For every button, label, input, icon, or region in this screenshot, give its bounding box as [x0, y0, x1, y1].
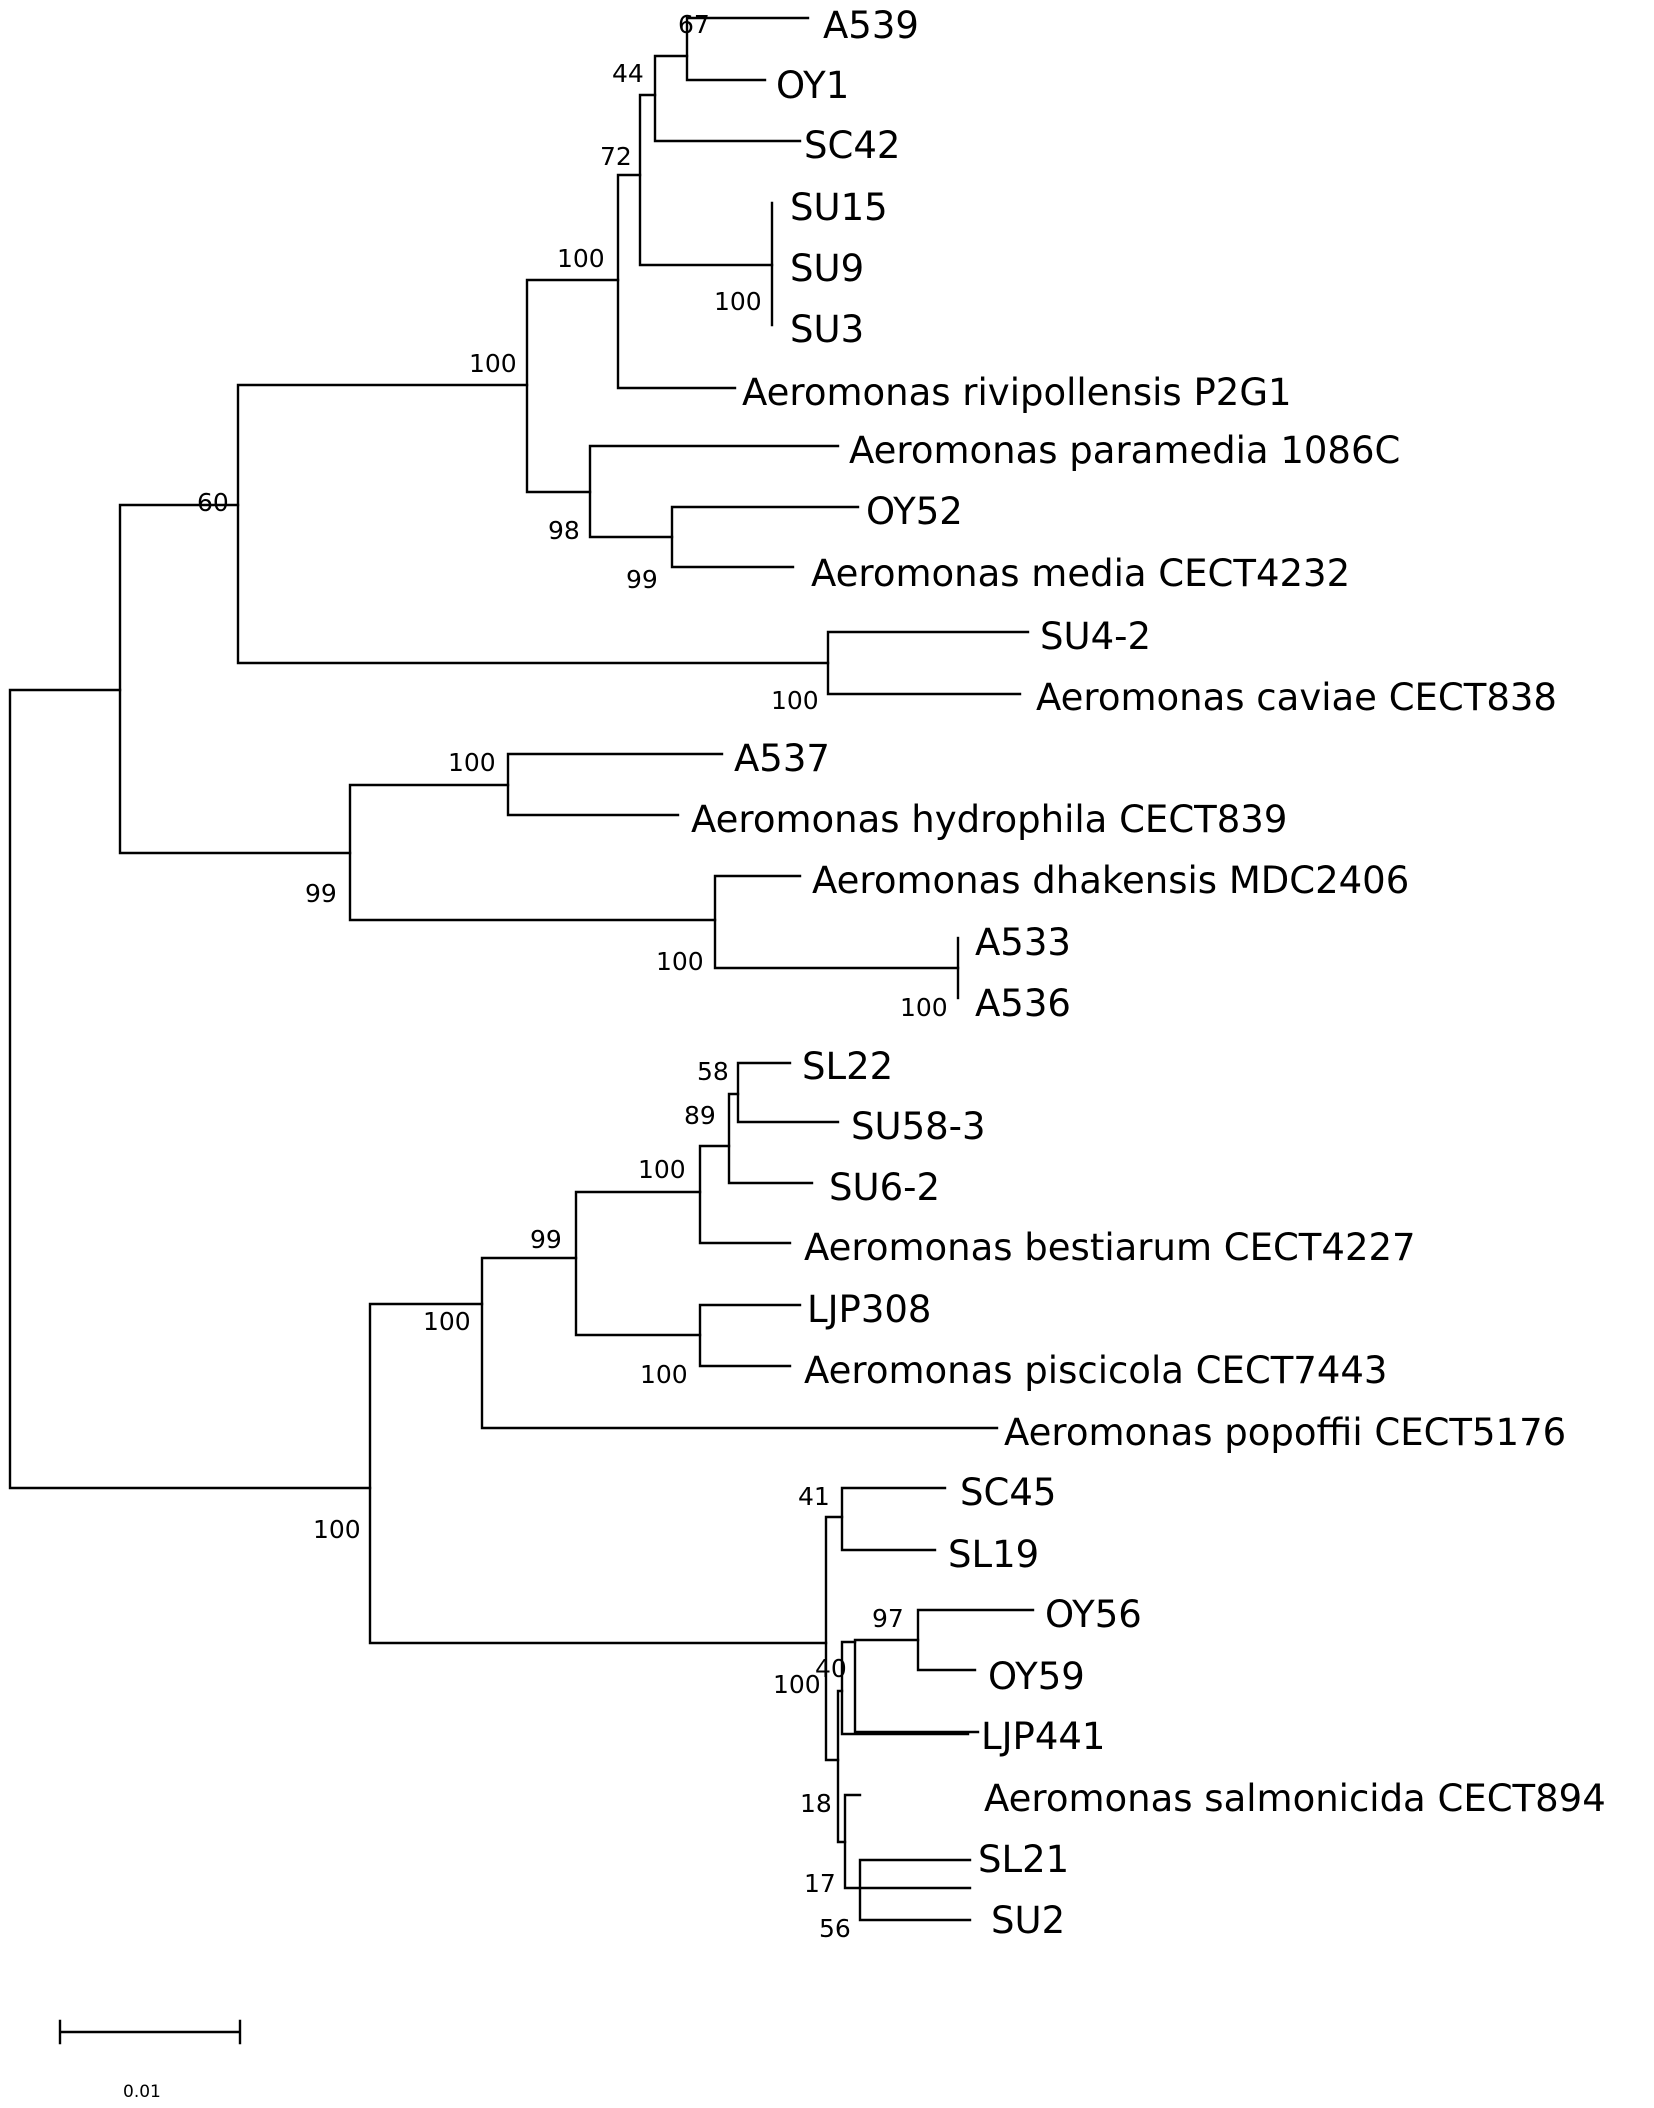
bootstrap-value: 100: [638, 1155, 686, 1184]
branch-a539-oy1: [685, 16, 810, 82]
bootstrap-value: 100: [557, 244, 605, 273]
taxon-label: SL19: [948, 1533, 1039, 1576]
branch-dhakensis-group: [713, 874, 960, 970]
taxon-label: SU4-2: [1040, 615, 1151, 658]
taxon-label: SU6-2: [829, 1166, 940, 1209]
taxon-label: A536: [975, 982, 1071, 1025]
branch-sl22-su58: [736, 1061, 840, 1124]
branch-lower-clade: [368, 1302, 828, 1645]
bootstrap-value: 72: [600, 142, 632, 171]
taxon-label: SU2: [991, 1899, 1065, 1942]
bootstrap-value: 99: [530, 1225, 562, 1254]
bootstrap-value: 60: [197, 488, 229, 517]
branch-su6-node: [727, 1092, 814, 1185]
scale-bar-line: [58, 2019, 242, 2045]
taxon-label: Aeromonas caviae CECT838: [1036, 676, 1557, 719]
branch-oy52-media: [670, 505, 860, 569]
taxon-label: Aeromonas rivipollensis P2G1: [742, 371, 1292, 414]
taxon-label: A533: [975, 921, 1071, 964]
branch-media-rivi-caviae: [236, 383, 830, 665]
branch-ljp441-node: [853, 1638, 980, 1734]
tree-branches: [8, 16, 1035, 1922]
bootstrap-value: 17: [804, 1869, 836, 1898]
branch-media-rivi-clade: [525, 278, 620, 494]
bootstrap-value: 100: [773, 1670, 821, 1699]
taxon-label: Aeromonas bestiarum CECT4227: [804, 1226, 1416, 1269]
taxon-label: OY1: [776, 64, 849, 107]
branch-media-group: [588, 444, 840, 539]
taxon-label: SU58-3: [851, 1105, 986, 1148]
bootstrap-value: 67: [678, 10, 710, 39]
taxon-label: Aeromonas media CECT4232: [811, 552, 1350, 595]
taxon-label: SC45: [960, 1471, 1056, 1514]
branch-sl21-su2: [858, 1858, 972, 1922]
branch-a539-su-node: [638, 93, 774, 267]
taxon-label: Aeromonas hydrophila CECT839: [691, 798, 1287, 841]
branch-rivipollensis-node: [616, 173, 737, 390]
taxon-label: LJP441: [981, 1715, 1105, 1758]
taxon-label: OY52: [866, 490, 963, 533]
taxon-label: Aeromonas popoffii CECT5176: [1004, 1411, 1566, 1454]
branch-sc42-node: [653, 54, 802, 143]
branch-bestiarum-group: [698, 1144, 792, 1245]
taxon-label: Aeromonas paramedia 1086C: [849, 429, 1400, 472]
bootstrap-value: 100: [313, 1515, 361, 1544]
taxon-label: Aeromonas piscicola CECT7443: [804, 1349, 1387, 1392]
bootstrap-values: 67 44 72 100 100 100 60 98 99 100 100 99…: [197, 10, 948, 1943]
taxon-label: A539: [823, 4, 919, 47]
branch-with-popoffii: [480, 1256, 999, 1430]
bootstrap-value: 58: [697, 1057, 729, 1086]
branch-upper-clade: [118, 503, 352, 855]
scale-bar-label: 0.01: [123, 2082, 161, 2102]
bootstrap-value: 41: [798, 1482, 830, 1511]
branch-sc45-sl19: [840, 1486, 947, 1552]
bootstrap-value: 98: [548, 516, 580, 545]
taxon-label: SU15: [790, 186, 888, 229]
taxon-label: OY59: [988, 1655, 1085, 1698]
taxon-label: SL22: [802, 1045, 893, 1088]
bootstrap-value: 44: [612, 59, 644, 88]
bootstrap-value: 97: [872, 1604, 904, 1633]
taxon-label: SC42: [804, 124, 900, 167]
bootstrap-value: 100: [448, 748, 496, 777]
bootstrap-value: 18: [800, 1789, 832, 1818]
taxon-label: LJP308: [807, 1288, 931, 1331]
branch-root: [8, 688, 372, 1490]
bootstrap-value: 40: [815, 1654, 847, 1683]
taxon-label: OY56: [1045, 1593, 1142, 1636]
bootstrap-value: 100: [640, 1360, 688, 1389]
bootstrap-value: 100: [656, 947, 704, 976]
bootstrap-value: 100: [423, 1307, 471, 1336]
branch-with-ljp441: [840, 1640, 970, 1736]
branch-best-pisc-clade: [574, 1190, 702, 1337]
taxon-label: SL21: [978, 1838, 1069, 1881]
taxon-label: A537: [734, 737, 830, 780]
branch-hydro-dhak-clade: [348, 783, 717, 922]
taxon-label: Aeromonas dhakensis MDC2406: [812, 859, 1409, 902]
branch-caviae-pair: [826, 630, 1030, 696]
bootstrap-value: 99: [626, 565, 658, 594]
branch-oy56-oy59: [916, 1608, 1035, 1672]
bootstrap-value: 100: [469, 349, 517, 378]
bootstrap-value: 100: [771, 686, 819, 715]
taxon-label: SU3: [790, 308, 864, 351]
branch-piscicola-pair: [698, 1303, 802, 1368]
scale-bar: 0.01: [58, 2019, 242, 2102]
branch-salmonicida-clade: [824, 1515, 844, 1762]
bootstrap-value: 99: [305, 879, 337, 908]
bootstrap-value: 89: [684, 1101, 716, 1130]
branch-sl21-node: [843, 1793, 972, 1890]
bootstrap-value: 56: [819, 1914, 851, 1943]
branch-hydrophila-pair: [506, 752, 724, 817]
leaf-labels: A539 OY1 SC42 SU15 SU9 SU3 Aeromonas riv…: [691, 4, 1606, 1942]
taxon-label: Aeromonas salmonicida CECT894: [984, 1777, 1606, 1820]
bootstrap-value: 100: [900, 993, 948, 1022]
bootstrap-value: 100: [714, 287, 762, 316]
taxon-label: SU9: [790, 247, 864, 290]
